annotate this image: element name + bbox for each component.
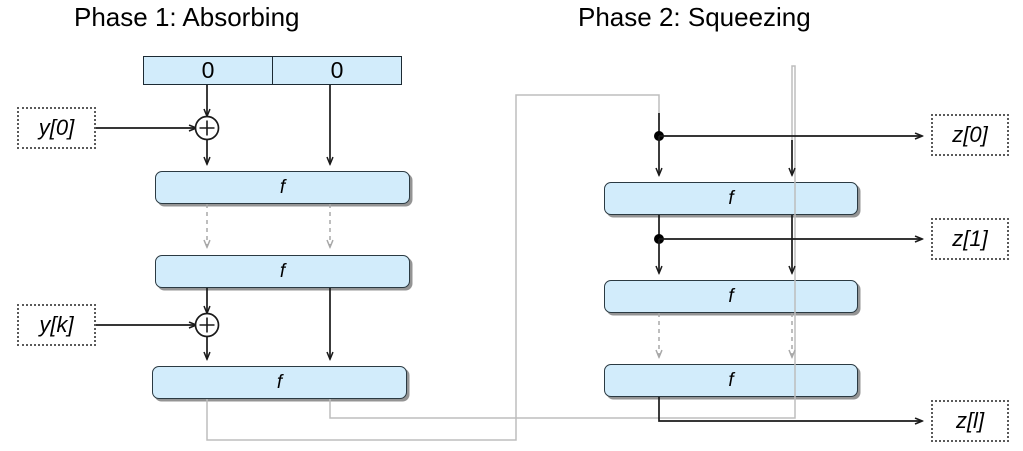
phase1-title: Phase 1: Absorbing <box>74 2 300 32</box>
input-box-yk: y[k] <box>17 304 96 346</box>
state-cell-rate: 0 <box>143 56 273 85</box>
phase2-f-block-3: f <box>604 364 858 397</box>
output-label-zl: z[l] <box>955 408 985 433</box>
output-box-z1: z[1] <box>931 218 1009 260</box>
wire-feedback-rate <box>206 94 660 441</box>
state-cell-capacity: 0 <box>272 56 402 85</box>
output-label-z1: z[1] <box>952 226 988 251</box>
output-box-z0: z[0] <box>931 114 1009 156</box>
phase2-f-block-1: f <box>604 182 858 215</box>
wire-feedback-capacity <box>329 65 796 419</box>
input-label-yk: y[k] <box>39 312 74 337</box>
phase1-f-block-1: f <box>155 171 410 204</box>
input-box-y0: y[0] <box>17 107 96 149</box>
wire-f3-to-zl <box>658 397 922 421</box>
input-label-y0: y[0] <box>38 115 75 140</box>
phase2-title: Phase 2: Squeezing <box>578 2 811 32</box>
xor-node-1-plus-icon <box>199 120 215 136</box>
xor-node-2-plus-icon <box>199 317 215 333</box>
phase2-f-block-2: f <box>604 280 858 313</box>
phase1-f-block-2: f <box>155 255 410 288</box>
output-box-zl: z[l] <box>931 400 1009 442</box>
output-label-z0: z[0] <box>952 122 988 147</box>
phase1-f-block-3: f <box>152 366 407 399</box>
